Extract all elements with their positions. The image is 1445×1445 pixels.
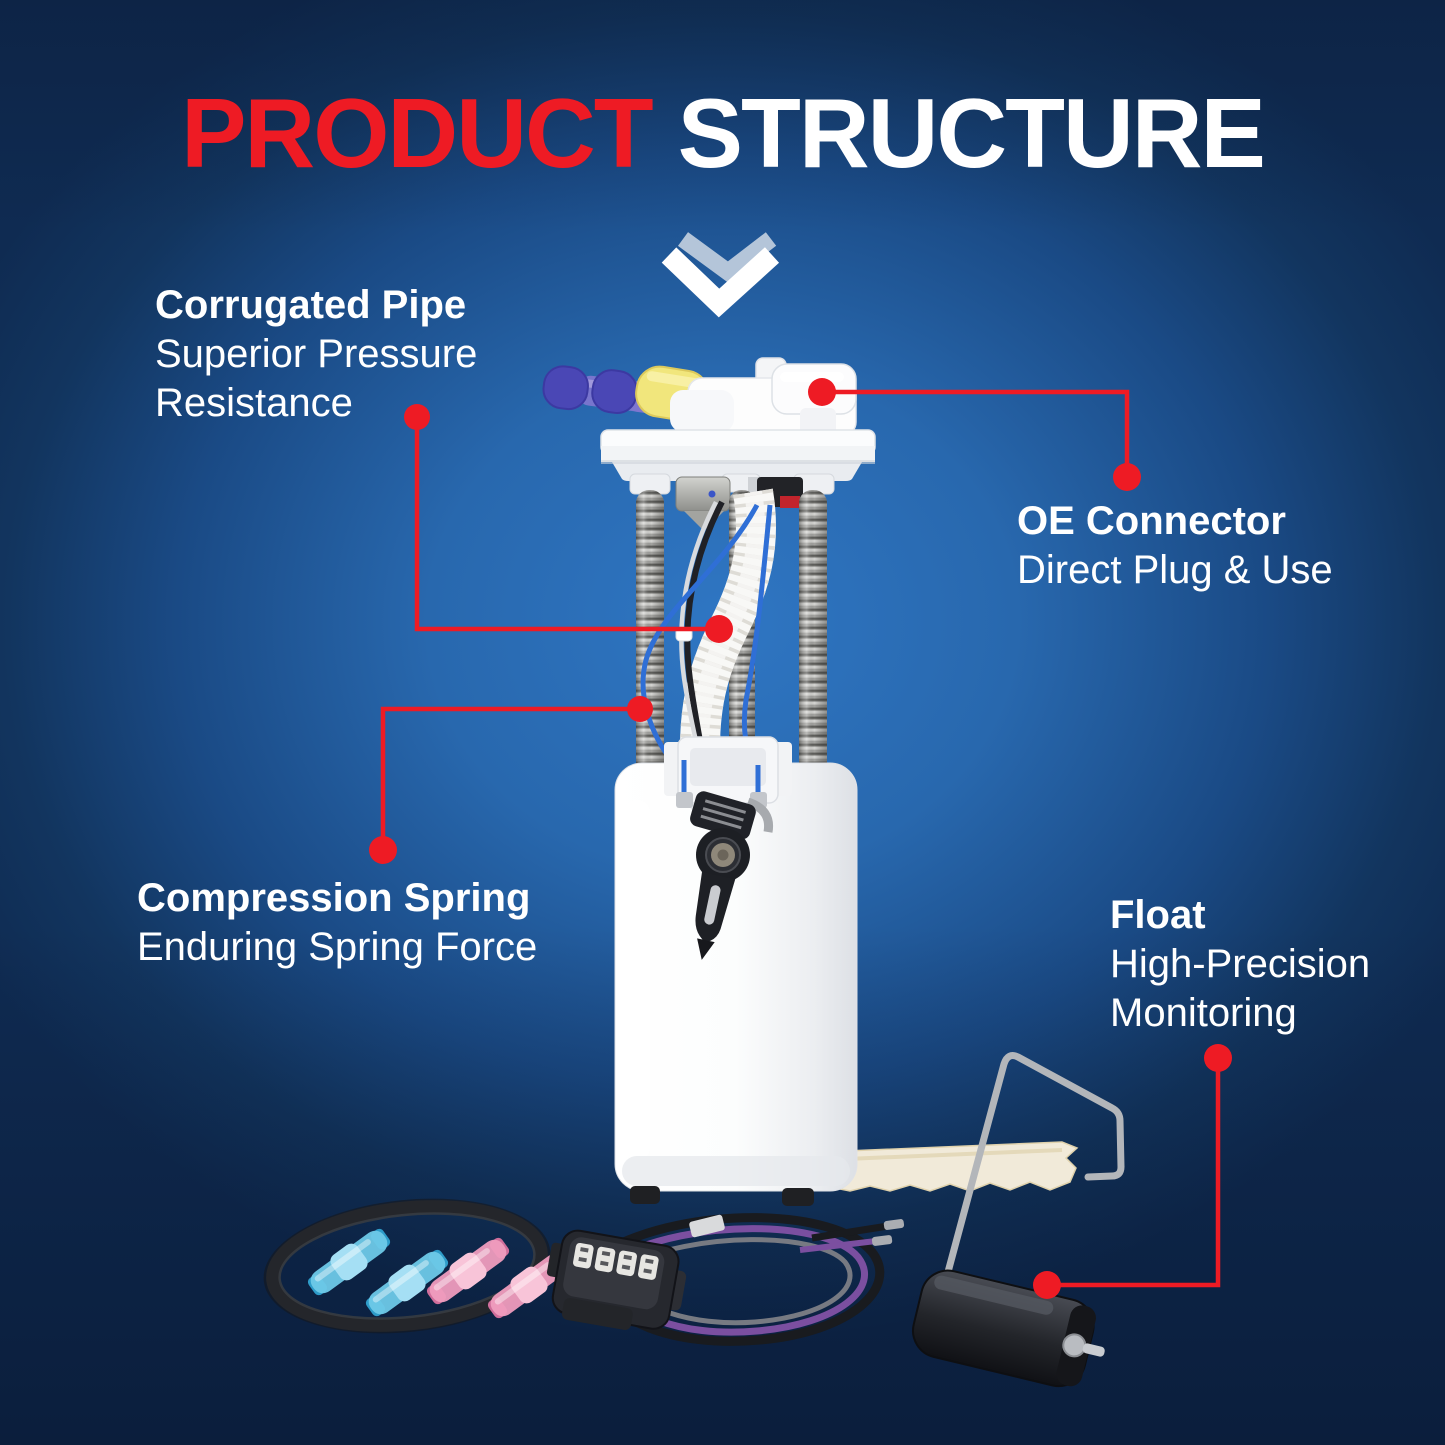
- title-word-structure: STRUCTURE: [677, 78, 1266, 188]
- reservoir-top-bracket: [664, 736, 792, 808]
- butt-connector-pink-1: [426, 1237, 510, 1305]
- callout-title: OE Connector: [1017, 499, 1286, 543]
- spring-seats: [629, 473, 835, 495]
- callout-subtitle: High-Precision: [1110, 942, 1371, 986]
- butt-connector-blue-1: [307, 1228, 391, 1296]
- mounting-feet: [630, 1186, 814, 1206]
- float-arm-assembly: [912, 1052, 1125, 1388]
- flange: [600, 429, 876, 481]
- chevron-down-icon: [661, 232, 780, 318]
- callout-line-oe-connector: [808, 378, 1141, 491]
- fuel-pump-module: [542, 357, 1079, 1206]
- callout-title: Compression Spring: [137, 876, 531, 920]
- harness-connector-plug: [546, 1229, 687, 1330]
- callout-line-float: [1033, 1044, 1232, 1299]
- callout-subtitle: Enduring Spring Force: [137, 925, 538, 969]
- callout-oe-connector: OE Connector Direct Plug & Use: [1017, 497, 1333, 595]
- wiring-harness-pigtail: [546, 1213, 905, 1346]
- callout-corrugated-pipe: Corrugated Pipe Superior Pressure Resist…: [155, 281, 477, 428]
- callout-subtitle: Monitoring: [1110, 991, 1297, 1035]
- callout-subtitle: Superior Pressure: [155, 332, 478, 376]
- title-word-product: PRODUCT: [181, 78, 654, 188]
- o-ring-gasket: [263, 1198, 551, 1334]
- callout-compression-spring: Compression Spring Enduring Spring Force: [137, 874, 537, 972]
- callout-subtitle: Resistance: [155, 381, 353, 425]
- float-barrel: [912, 1269, 1105, 1388]
- callout-float: Float High-Precision Monitoring: [1110, 891, 1370, 1038]
- callout-line-compression-spring: [369, 696, 653, 864]
- butt-connector-blue-2: [365, 1249, 449, 1317]
- callout-subtitle: Direct Plug & Use: [1017, 548, 1333, 592]
- callout-title: Float: [1110, 893, 1206, 937]
- float-arm: [944, 1052, 1125, 1276]
- callout-title: Corrugated Pipe: [155, 283, 467, 327]
- cam-lock-lever: [690, 791, 774, 960]
- callout-line-corrugated-pipe: [404, 404, 733, 643]
- fuel-strainer: [821, 1141, 1079, 1192]
- compression-spring-right: [799, 490, 827, 778]
